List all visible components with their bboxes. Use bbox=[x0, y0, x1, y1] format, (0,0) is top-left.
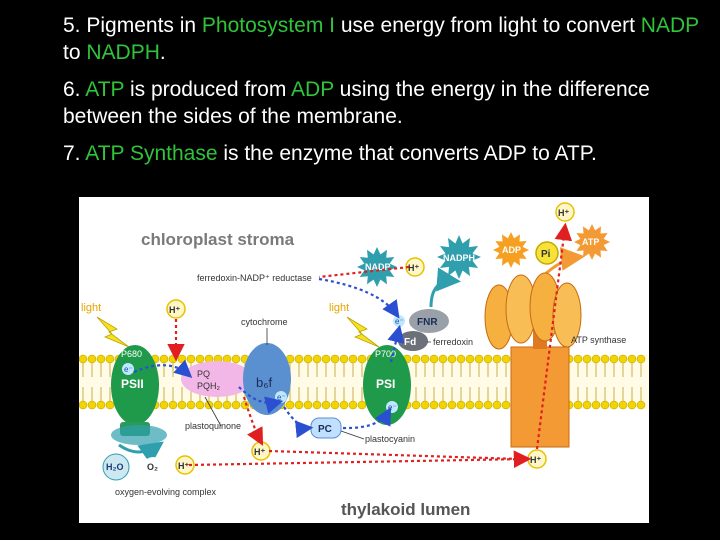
electron-flow-arrows bbox=[133, 277, 405, 439]
proton-icon: H⁺ bbox=[527, 449, 547, 469]
bullet-text: is the enzyme that converts ADP to ATP. bbox=[217, 142, 597, 165]
atp-synthase-label: ATP synthase bbox=[571, 335, 626, 345]
psi-label: PSI bbox=[376, 377, 395, 391]
light-label-2: light bbox=[329, 302, 349, 314]
proton-icon: H⁺ bbox=[405, 257, 425, 277]
proton-icon: H⁺ bbox=[555, 202, 575, 222]
water-label: H₂O bbox=[106, 462, 124, 472]
oxygen-evolving-complex: H₂O O₂ H⁺ oxygen-evolving complex bbox=[102, 425, 217, 497]
highlighted-term: NADP bbox=[640, 14, 699, 37]
bullet-number: 7. bbox=[63, 142, 81, 165]
electron-icon: e⁻ bbox=[124, 365, 133, 374]
oec-label: oxygen-evolving complex bbox=[115, 487, 217, 497]
svg-text:H⁺: H⁺ bbox=[530, 455, 541, 465]
pi-icon: Pi bbox=[535, 241, 559, 265]
proton-icon: H⁺ bbox=[166, 299, 186, 319]
plastocyanin: PC plastocyanin bbox=[310, 417, 415, 444]
ferredoxin-label: ferredoxin bbox=[433, 337, 473, 347]
electron-icon: e⁻ bbox=[395, 317, 404, 326]
light-bolt-icon: light bbox=[81, 302, 130, 348]
bullet-7: 7. ATP Synthase is the enzyme that conve… bbox=[63, 140, 713, 167]
pq-label: PQ bbox=[197, 369, 210, 379]
p680-label: P680 bbox=[121, 349, 142, 359]
electron-icon: e⁻ bbox=[277, 393, 286, 402]
pc-label: PC bbox=[318, 424, 332, 435]
photosystem-ii: P680 PSII e⁻ bbox=[111, 345, 159, 436]
highlighted-term: Photosystem I bbox=[201, 14, 335, 37]
pqh2-label: PQH₂ bbox=[197, 381, 221, 391]
ferredoxin-nadp-reductase: ferredoxin-NADP⁺ reductase FNR e⁻ Fd fer… bbox=[197, 273, 473, 351]
bullet-number: 6. bbox=[63, 78, 81, 101]
light-label: light bbox=[81, 302, 101, 314]
label-leader-lines bbox=[204, 328, 431, 440]
fnr-full-label: ferredoxin-NADP⁺ reductase bbox=[197, 273, 312, 283]
cytochrome-b6f: cytochrome b₆f e⁻ H⁺ bbox=[241, 317, 291, 461]
b6f-label: b₆f bbox=[256, 375, 272, 390]
svg-text:H⁺: H⁺ bbox=[408, 263, 419, 273]
electron-icon: e⁻ bbox=[388, 403, 397, 412]
stroma-label: chloroplast stroma bbox=[141, 230, 295, 249]
svg-text:H⁺: H⁺ bbox=[169, 305, 180, 315]
plastocyanin-label: plastocyanin bbox=[365, 434, 415, 444]
nadph-arrow bbox=[429, 267, 461, 308]
bullet-text: to bbox=[63, 41, 87, 64]
nadph-label: NADPH bbox=[443, 253, 475, 263]
bullet-text: using the energy in the difference betwe… bbox=[63, 78, 650, 128]
fd-label: Fd bbox=[404, 337, 416, 348]
plastoquinone-label: plastoquinone bbox=[185, 421, 241, 431]
proton-icon: H⁺ bbox=[254, 447, 265, 457]
nadp-burst: NADP bbox=[357, 247, 397, 287]
diagram-svg: chloroplast stroma thylakoid lumen light… bbox=[79, 202, 649, 519]
adp-label: ADP bbox=[502, 245, 521, 255]
highlighted-term: ATP Synthase bbox=[85, 142, 218, 165]
atp-burst: ATP bbox=[574, 224, 610, 260]
psii-label: PSII bbox=[121, 377, 144, 391]
pi-label: Pi bbox=[541, 249, 551, 260]
photosynthesis-diagram: chloroplast stroma thylakoid lumen light… bbox=[79, 197, 649, 523]
p700-label: P700 bbox=[375, 349, 396, 359]
light-bolt-icon-2: light bbox=[329, 302, 380, 348]
nadph-burst: NADPH bbox=[437, 235, 481, 279]
proton-icon: H⁺ bbox=[178, 461, 189, 471]
atp-label: ATP bbox=[582, 237, 599, 247]
bullet-list: 5. Pigments in Photosystem I use energy … bbox=[63, 12, 713, 177]
highlighted-term: NADPH bbox=[86, 41, 160, 64]
atp-synthase: ATP synthase bbox=[484, 272, 626, 448]
bullet-text: use energy from light to convert bbox=[334, 14, 641, 37]
svg-text:H⁺: H⁺ bbox=[558, 208, 569, 218]
lumen-label: thylakoid lumen bbox=[341, 500, 470, 519]
highlighted-term: ADP bbox=[291, 78, 334, 101]
bullet-text: is produced from bbox=[124, 78, 292, 101]
highlighted-term: ATP bbox=[85, 78, 125, 101]
cytochrome-label: cytochrome bbox=[241, 317, 288, 327]
bullet-text: Pigments in bbox=[86, 14, 202, 37]
oxygen-label: O₂ bbox=[147, 462, 158, 472]
plastoquinone-pool: PQ PQH₂ plastoquinone bbox=[181, 361, 253, 431]
proton-flow-arrows bbox=[167, 222, 573, 469]
bullet-6: 6. ATP is produced from ADP using the en… bbox=[63, 76, 713, 130]
bullet-number: 5. bbox=[63, 14, 81, 37]
bullet-5: 5. Pigments in Photosystem I use energy … bbox=[63, 12, 713, 66]
nadp-label: NADP bbox=[365, 262, 391, 272]
bullet-text: . bbox=[159, 41, 166, 64]
fnr-label: FNR bbox=[417, 317, 438, 328]
adp-burst: ADP bbox=[493, 232, 529, 268]
